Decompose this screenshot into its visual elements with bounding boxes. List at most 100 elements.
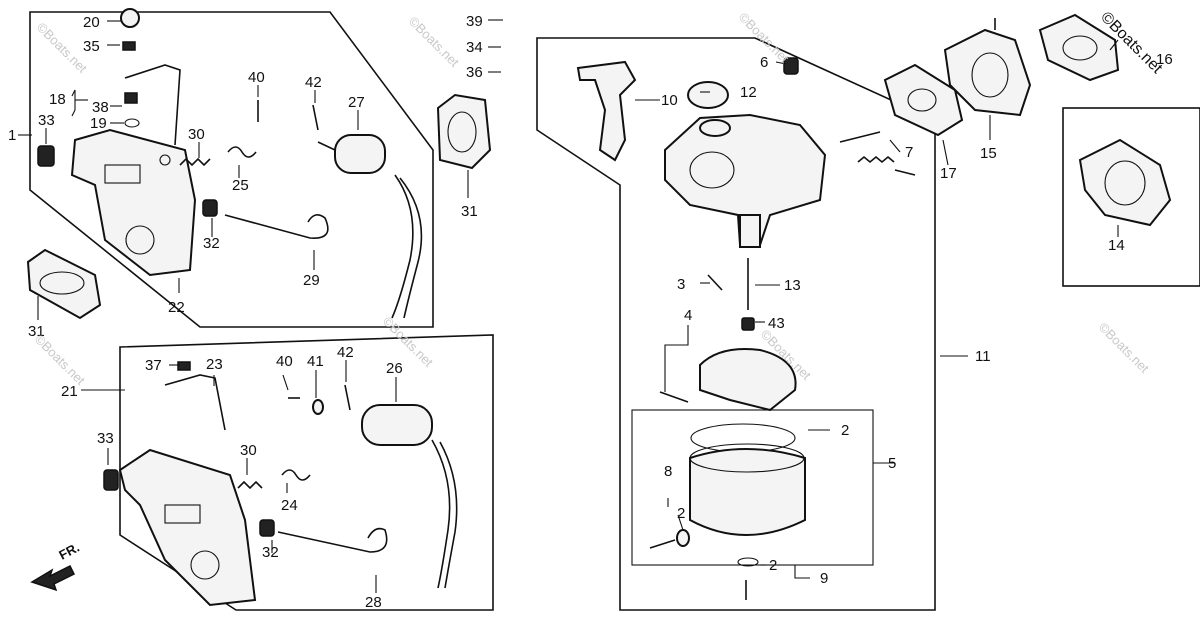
- callout-22: 22: [168, 299, 185, 316]
- insulator-15: [943, 18, 1032, 117]
- insulator-14: [1078, 138, 1172, 227]
- callout-9: 9: [820, 570, 828, 587]
- screw-42-lower: [344, 384, 351, 411]
- callout-24: 24: [281, 497, 298, 514]
- callout-32-lower: 32: [262, 544, 279, 561]
- watermark-2: ©Boats.net: [406, 14, 462, 70]
- callout-3: 3: [677, 276, 685, 293]
- callout-21: 21: [61, 383, 78, 400]
- callout-33-lower: 33: [97, 430, 114, 447]
- callout-17: 17: [940, 165, 957, 182]
- callout-41: 41: [307, 353, 324, 370]
- cap-20: [120, 8, 140, 28]
- callout-31-right: 31: [461, 203, 478, 220]
- washer-41: [312, 399, 324, 415]
- carburetor-group-frame: [536, 37, 936, 611]
- float-chamber-5: [689, 443, 806, 536]
- lower-left-group-frame: [119, 334, 494, 611]
- callout-32-upper: 32: [203, 235, 220, 252]
- spring-25: [227, 146, 257, 158]
- callout-30-lower: 30: [240, 442, 257, 459]
- washer-19: [124, 118, 140, 128]
- callout-11: 11: [975, 348, 991, 365]
- callout-13: 13: [784, 277, 801, 294]
- governor-plate-lower: [118, 448, 257, 607]
- leader-lines: [18, 19, 1119, 593]
- callout-43: 43: [768, 315, 785, 332]
- insulator-detail-frame: [1062, 107, 1200, 287]
- washer-2-bolt: [676, 529, 690, 547]
- governor-arm-upper: [124, 64, 181, 146]
- cap-12: [687, 81, 729, 109]
- solenoid-26: [361, 404, 458, 589]
- callout-12: 12: [740, 84, 757, 101]
- bushing-33-upper: [37, 145, 55, 167]
- callout-28: 28: [365, 594, 382, 611]
- callout-34: 34: [466, 39, 483, 56]
- gasket-31-left: [26, 248, 102, 320]
- callout-7: 7: [905, 144, 913, 161]
- bolt-8: [649, 539, 676, 549]
- float-chamber-group-frame: [631, 409, 874, 566]
- callout-5: 5: [888, 455, 896, 472]
- front-arrow: FR.: [30, 540, 82, 592]
- rod-28: [277, 527, 388, 553]
- screw-42-upper: [312, 104, 319, 131]
- callout-38: 38: [92, 99, 109, 116]
- callout-2-washer: 2: [677, 505, 685, 522]
- callout-26: 26: [386, 360, 403, 377]
- callout-25: 25: [232, 177, 249, 194]
- callout-19: 19: [90, 115, 107, 132]
- nut-35: [122, 41, 136, 51]
- callout-18: 18: [49, 91, 66, 108]
- callout-14: 14: [1108, 237, 1125, 254]
- washer-2-drain: [737, 557, 759, 567]
- jet-3: [707, 274, 723, 291]
- callout-2-drain: 2: [769, 557, 777, 574]
- gasket-16: [1038, 13, 1120, 82]
- rod-29: [224, 214, 329, 239]
- callout-labels: 1 2 2 2 3 4 5 6 7 8 9 10 12 13 14 15 16 …: [8, 13, 1173, 611]
- throttle-screw-7b: [857, 155, 916, 176]
- governor-plate-upper: [70, 128, 197, 277]
- nut-38: [124, 92, 138, 104]
- float-4: [659, 348, 797, 412]
- callout-39: 39: [466, 13, 483, 30]
- watermark-4: ©Boats.net: [32, 332, 88, 388]
- callout-35: 35: [83, 38, 100, 55]
- screw-6: [783, 57, 799, 75]
- callout-1: 1: [8, 127, 16, 144]
- callout-27: 27: [348, 94, 365, 111]
- bushing-33-lower: [103, 469, 119, 491]
- callout-15: 15: [980, 145, 997, 162]
- callout-10: 10: [661, 92, 678, 109]
- callout-40-upper: 40: [248, 69, 265, 86]
- callout-4: 4: [684, 307, 692, 324]
- carburetor-body: [664, 113, 827, 248]
- callout-42-lower: 42: [337, 344, 354, 361]
- callout-8: 8: [664, 463, 672, 480]
- callout-16: 16: [1156, 51, 1173, 68]
- choke-lever-10: [576, 60, 637, 162]
- callout-31-left: 31: [28, 323, 45, 340]
- throttle-screw-7a: [839, 131, 881, 143]
- solenoid-27: [317, 134, 423, 319]
- callout-42-upper: 42: [305, 74, 322, 91]
- front-marker-label: FR.: [56, 540, 82, 563]
- upper-left-group-frame: [29, 11, 434, 328]
- callout-37: 37: [145, 357, 162, 374]
- gasket-31-right: [436, 93, 492, 170]
- callout-30-upper: 30: [188, 126, 205, 143]
- callout-23: 23: [206, 356, 223, 373]
- callout-33-upper: 33: [38, 112, 55, 129]
- spring-30-lower: [237, 480, 263, 490]
- watermark-7: ©Boats.net: [1096, 320, 1152, 376]
- callout-40-lower: 40: [276, 353, 293, 370]
- governor-arm-23: [164, 374, 226, 431]
- callout-20: 20: [83, 14, 100, 31]
- bushing-32-upper: [202, 199, 218, 217]
- bushing-32-lower: [259, 519, 275, 537]
- callout-36: 36: [466, 64, 483, 81]
- spring-24: [281, 469, 311, 481]
- callout-29: 29: [303, 272, 320, 289]
